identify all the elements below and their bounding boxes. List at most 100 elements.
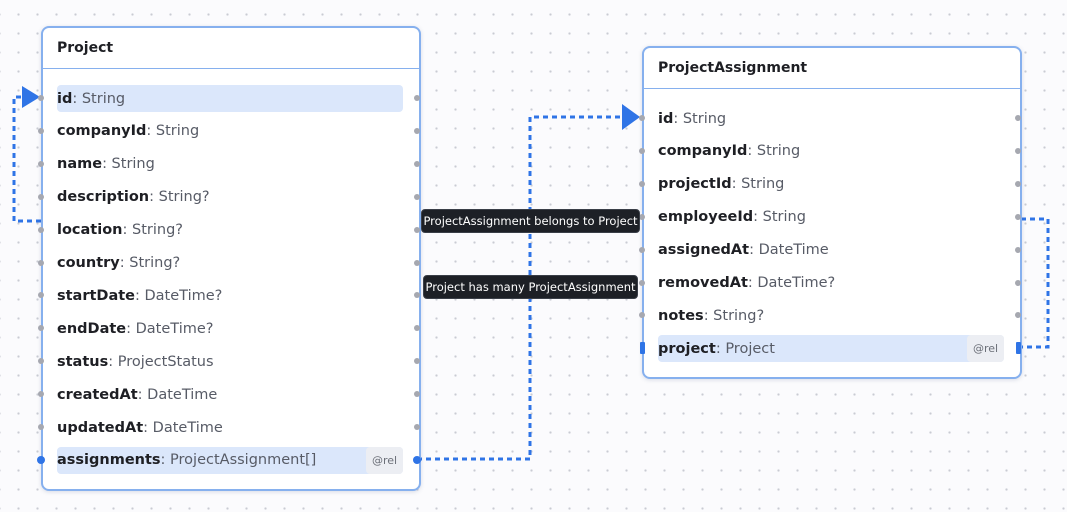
field-name: country [57,255,120,271]
field-name: description [57,189,150,206]
field-handle-right[interactable] [414,259,420,266]
field-handle-right[interactable] [414,391,420,398]
field-handle-right[interactable] [1015,342,1021,355]
field-handle-left[interactable] [38,95,44,101]
field-row-startDate[interactable]: startDate: DateTime? [57,282,403,309]
field-handle-left[interactable] [38,325,44,332]
field-row-assignments[interactable]: assignments: ProjectAssignment[]@rel [57,446,403,474]
field-name: name [57,156,103,173]
projectassignment-model-title: ProjectAssignment [644,48,1020,89]
field-handle-left[interactable] [38,160,44,167]
field-handle-left[interactable] [639,180,645,187]
field-row-assignedAt[interactable]: assignedAt: DateTime [658,237,1004,264]
field-row-updatedAt[interactable]: updatedAt: DateTime [57,414,403,441]
field-handle-left[interactable] [639,279,645,286]
field-name: project [658,340,716,357]
field-row-endDate[interactable]: endDate: DateTime? [57,315,403,342]
field-name: id [658,110,674,127]
field-type: : String? [122,222,183,239]
field-handle-right[interactable] [414,424,420,430]
field-row-removedAt[interactable]: removedAt: DateTime? [658,270,1004,297]
field-row-id[interactable]: id: String [658,105,1004,132]
field-type: : DateTime? [747,275,836,291]
project-model-node[interactable]: Project id: String companyId: String name:… [37,26,421,491]
field-row-project[interactable]: project: Project@rel [658,335,1004,363]
field-row-country[interactable]: country: String? [57,250,403,277]
field-name: assignments [57,452,161,469]
field-name: createdAt [57,386,138,403]
field-type: : DateTime [749,242,829,259]
field-row-notes[interactable]: notes: String? [658,302,1004,329]
field-row-companyId[interactable]: companyId: String [658,138,1004,165]
field-handle-right[interactable] [414,292,420,299]
field-row-id[interactable]: id: String [57,85,403,112]
field-type: : String? [119,255,181,271]
field-handle-left[interactable] [639,147,645,154]
field-handle-right[interactable] [414,193,420,200]
field-row-companyId[interactable]: companyId: String [57,118,403,145]
field-name: status [57,353,109,370]
field-handle-left[interactable] [639,213,645,220]
field-handle-right[interactable] [1015,147,1021,154]
field-handle-left[interactable] [38,292,44,299]
field-type: : String [102,156,155,173]
field-handle-left[interactable] [639,246,645,253]
field-type: : DateTime? [126,320,214,337]
field-handle-left[interactable] [38,391,44,398]
field-name: location [57,222,123,239]
field-handle-right[interactable] [1015,213,1021,220]
field-type: : String [72,90,126,107]
field-handle-left[interactable] [38,193,44,200]
field-row-projectId[interactable]: projectId: String [658,171,1004,198]
field-handle-right[interactable] [414,95,420,101]
field-type: : Project [715,340,775,357]
field-type: : String [747,143,801,160]
field-row-createdAt[interactable]: createdAt: DateTime [57,381,403,408]
field-handle-left[interactable] [38,226,44,233]
field-handle-right[interactable] [414,325,420,332]
field-handle-left[interactable] [38,127,44,134]
field-handle-left[interactable] [639,342,645,355]
field-name: assignedAt [658,242,750,259]
field-handle-right[interactable] [414,358,420,365]
field-handle-right[interactable] [414,127,420,134]
field-row-name[interactable]: name: String [57,151,403,178]
field-handle-right[interactable] [413,455,421,464]
field-handle-right[interactable] [1015,115,1021,121]
field-handle-left[interactable] [38,259,44,266]
field-row-status[interactable]: status: ProjectStatus [57,348,403,375]
field-handle-right[interactable] [1015,180,1021,187]
field-name: endDate [57,320,127,337]
field-row-description[interactable]: description: String? [57,184,403,211]
field-handle-right[interactable] [1015,312,1021,319]
field-handle-right[interactable] [1015,279,1021,286]
field-type: : DateTime [137,386,218,403]
field-row-employeeId[interactable]: employeeId: String [658,204,1004,231]
field-type: : String [673,110,727,127]
field-type: : String [753,209,806,226]
field-name: companyId [658,143,748,160]
field-handle-left[interactable] [639,312,645,319]
field-handle-right[interactable] [414,160,420,167]
edge-label-has-many[interactable]: Project has many ProjectAssignment [423,275,638,299]
field-handle-right[interactable] [414,226,420,233]
field-type: : String [731,176,785,193]
field-name: startDate [57,287,136,304]
field-handle-right[interactable] [1015,246,1021,253]
field-handle-left[interactable] [38,358,44,365]
field-handle-left[interactable] [37,455,45,464]
field-name: employeeId [658,209,754,226]
field-handle-left[interactable] [639,115,645,121]
edge-label-belongs-to[interactable]: ProjectAssignment belongs to Project [421,209,640,233]
field-type: : String? [703,307,765,324]
projectassignment-id-arrow [622,104,640,130]
projectassignment-self-relation-wire [1021,217,1050,349]
field-type: : String? [149,189,210,206]
relation-badge: @rel [366,446,403,474]
field-type: : DateTime? [135,287,223,304]
project-model-title: Project [43,28,419,69]
field-row-location[interactable]: location: String? [57,217,403,244]
field-type: : DateTime [143,419,223,436]
field-handle-left[interactable] [38,424,44,430]
